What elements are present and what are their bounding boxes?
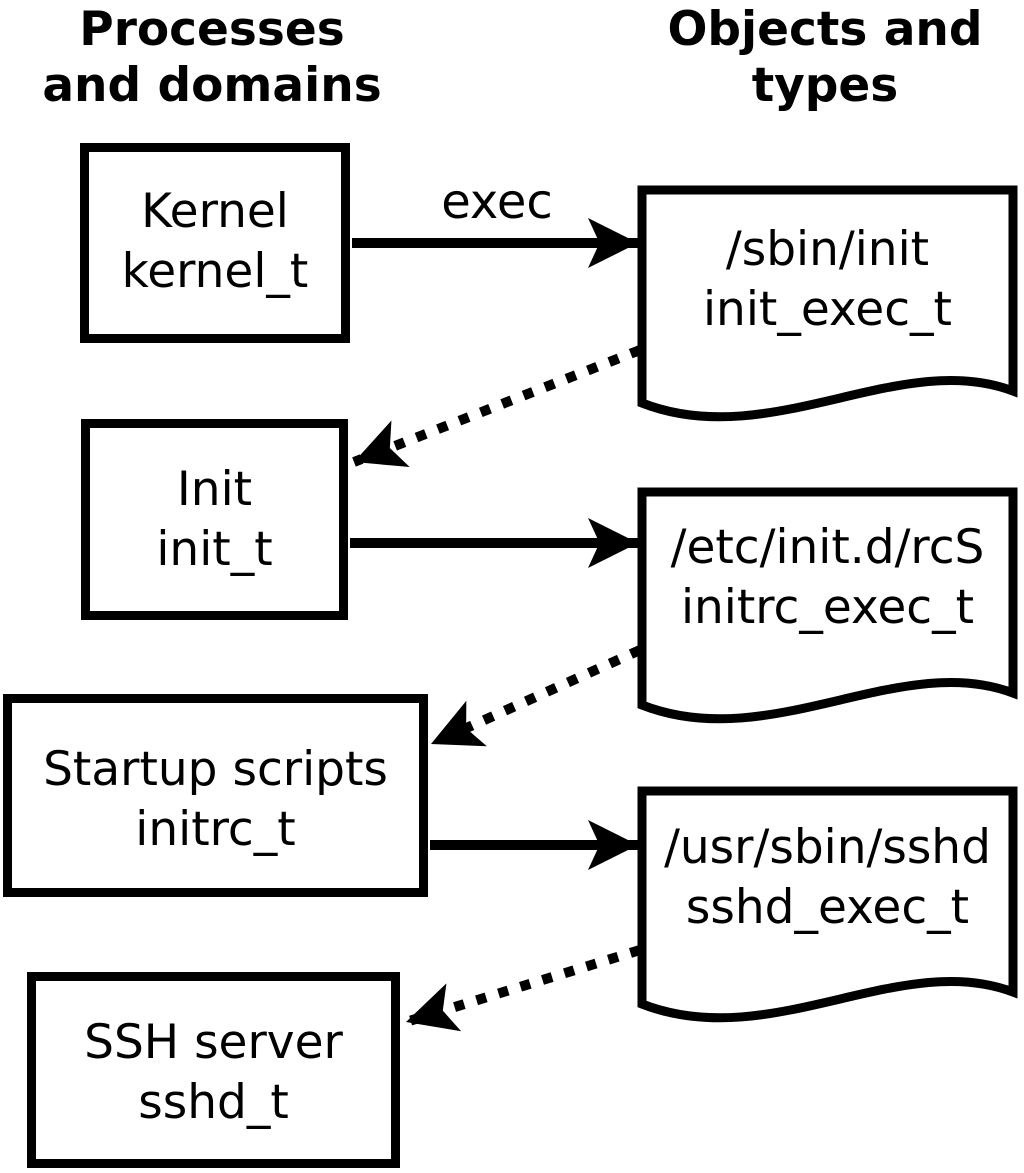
- column-header-processes-and-domains: Processes and domains: [42, 2, 382, 113]
- process-label-init: Init init_t: [81, 460, 348, 580]
- document-shape-etc-initd-rcs: [637, 487, 1018, 724]
- process-domain: kernel_t: [121, 244, 309, 299]
- process-box-kernel: [80, 143, 350, 343]
- dotted-arrow-sshd-exec-to-sshd: [404, 945, 642, 1032]
- dotted-arrow-init-exec-to-init: [352, 345, 642, 468]
- object-label-usr-sbin-sshd: /usr/sbin/sshd sshd_exec_t: [642, 818, 1013, 938]
- process-name: Init: [176, 462, 253, 517]
- object-type: init_exec_t: [703, 282, 952, 337]
- object-type: initrc_exec_t: [680, 580, 975, 635]
- column-header-objects-and-types: Objects and types: [667, 2, 983, 113]
- edge-label-exec: exec: [441, 174, 553, 230]
- process-box-startup-scripts: [3, 694, 428, 897]
- process-label-kernel: Kernel kernel_t: [80, 182, 350, 302]
- object-label-etc-initd-rcs: /etc/init.d/rcS initrc_exec_t: [642, 518, 1013, 638]
- dotted-arrow-initrc-exec-to-initrc: [428, 645, 643, 749]
- process-name: Startup scripts: [43, 742, 388, 797]
- process-label-ssh-server: SSH server sshd_t: [27, 1013, 400, 1133]
- process-domain: initrc_t: [135, 802, 296, 857]
- object-label-sbin-init: /sbin/init init_exec_t: [642, 220, 1013, 340]
- process-name: Kernel: [141, 184, 289, 239]
- object-path: /usr/sbin/sshd: [664, 820, 991, 875]
- process-domain: init_t: [156, 522, 273, 577]
- process-box-init: [81, 419, 348, 620]
- process-domain: sshd_t: [138, 1075, 289, 1130]
- process-label-startup-scripts: Startup scripts initrc_t: [3, 740, 428, 860]
- object-type: sshd_exec_t: [685, 880, 970, 935]
- document-shape-usr-sbin-sshd: [637, 786, 1018, 1023]
- process-box-ssh-server: [27, 972, 400, 1168]
- process-name: SSH server: [84, 1015, 343, 1070]
- document-shape-sbin-init: [637, 185, 1018, 422]
- object-path: /sbin/init: [725, 222, 930, 277]
- object-path: /etc/init.d/rcS: [670, 520, 985, 575]
